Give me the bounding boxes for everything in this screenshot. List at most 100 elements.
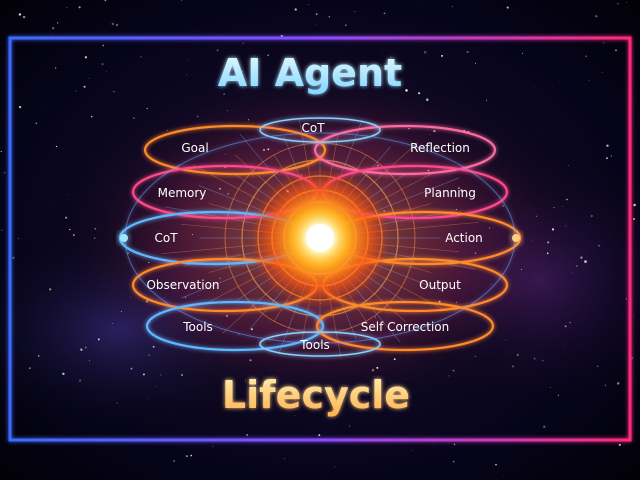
star	[159, 192, 162, 194]
star	[75, 90, 77, 92]
star	[625, 298, 627, 300]
star	[632, 217, 636, 221]
star	[262, 148, 266, 152]
star	[186, 74, 188, 76]
star	[606, 157, 608, 160]
core-center	[306, 224, 334, 252]
star	[452, 282, 454, 283]
star	[191, 234, 194, 236]
star	[405, 89, 408, 92]
star	[18, 105, 22, 109]
star	[569, 322, 571, 324]
star	[130, 297, 131, 299]
star	[146, 107, 148, 110]
star	[146, 398, 148, 400]
star	[80, 348, 83, 351]
star	[225, 153, 227, 155]
orbit-tools	[145, 300, 325, 352]
star	[72, 234, 75, 236]
star	[464, 197, 466, 198]
star	[440, 54, 444, 57]
star	[83, 85, 86, 88]
star	[101, 63, 104, 66]
star	[142, 373, 145, 376]
star	[120, 310, 122, 312]
star	[198, 295, 199, 296]
star	[579, 384, 581, 385]
star	[84, 56, 88, 59]
node-output: Output	[419, 278, 461, 292]
star	[564, 346, 566, 347]
star	[115, 23, 119, 27]
star	[551, 228, 555, 231]
node-observation: Observation	[146, 278, 219, 292]
star	[584, 260, 587, 263]
star	[66, 193, 68, 195]
star	[618, 443, 621, 447]
glowing-frame	[8, 36, 632, 442]
star	[616, 382, 620, 385]
star	[173, 460, 175, 462]
star	[69, 228, 71, 231]
star	[242, 42, 245, 45]
node-action: Action	[445, 231, 483, 245]
star	[227, 109, 229, 112]
star	[328, 16, 330, 18]
star	[553, 206, 555, 209]
star	[308, 4, 309, 5]
star	[252, 398, 254, 399]
star	[603, 42, 605, 44]
star	[588, 80, 590, 81]
star	[530, 239, 532, 241]
star	[615, 49, 617, 52]
title-top: AI Agent	[218, 51, 402, 95]
node-memory: Memory	[158, 186, 207, 200]
star	[17, 237, 20, 240]
star	[511, 365, 515, 368]
star	[387, 316, 389, 318]
star	[49, 288, 52, 291]
star	[606, 144, 609, 147]
star	[219, 277, 221, 279]
star	[411, 450, 413, 452]
star	[533, 357, 536, 360]
star	[185, 455, 188, 458]
star	[130, 367, 133, 370]
star	[111, 322, 113, 325]
star	[474, 252, 477, 254]
orbit-self-correction	[315, 300, 495, 352]
star	[232, 76, 235, 79]
star	[490, 284, 492, 286]
star	[97, 338, 100, 341]
star	[224, 167, 226, 169]
star	[407, 356, 408, 358]
star	[267, 148, 270, 151]
star	[245, 379, 246, 380]
star	[547, 241, 550, 244]
star	[318, 434, 321, 437]
star	[158, 231, 159, 233]
star	[522, 52, 524, 54]
star	[549, 386, 551, 388]
star	[533, 86, 535, 88]
star	[294, 8, 297, 11]
star	[418, 92, 421, 95]
star	[250, 328, 253, 331]
star	[88, 78, 90, 79]
star	[155, 386, 157, 387]
star	[485, 313, 487, 314]
star	[148, 262, 150, 264]
node-reflection: Reflection	[410, 141, 470, 155]
star	[52, 27, 55, 30]
star	[383, 12, 386, 15]
star	[196, 115, 199, 118]
star	[241, 70, 243, 72]
star	[448, 375, 450, 377]
star	[376, 366, 379, 369]
star	[66, 7, 68, 8]
node-cot-top: CoT	[301, 121, 325, 135]
star	[348, 425, 350, 427]
star	[466, 51, 469, 54]
star	[57, 22, 59, 24]
